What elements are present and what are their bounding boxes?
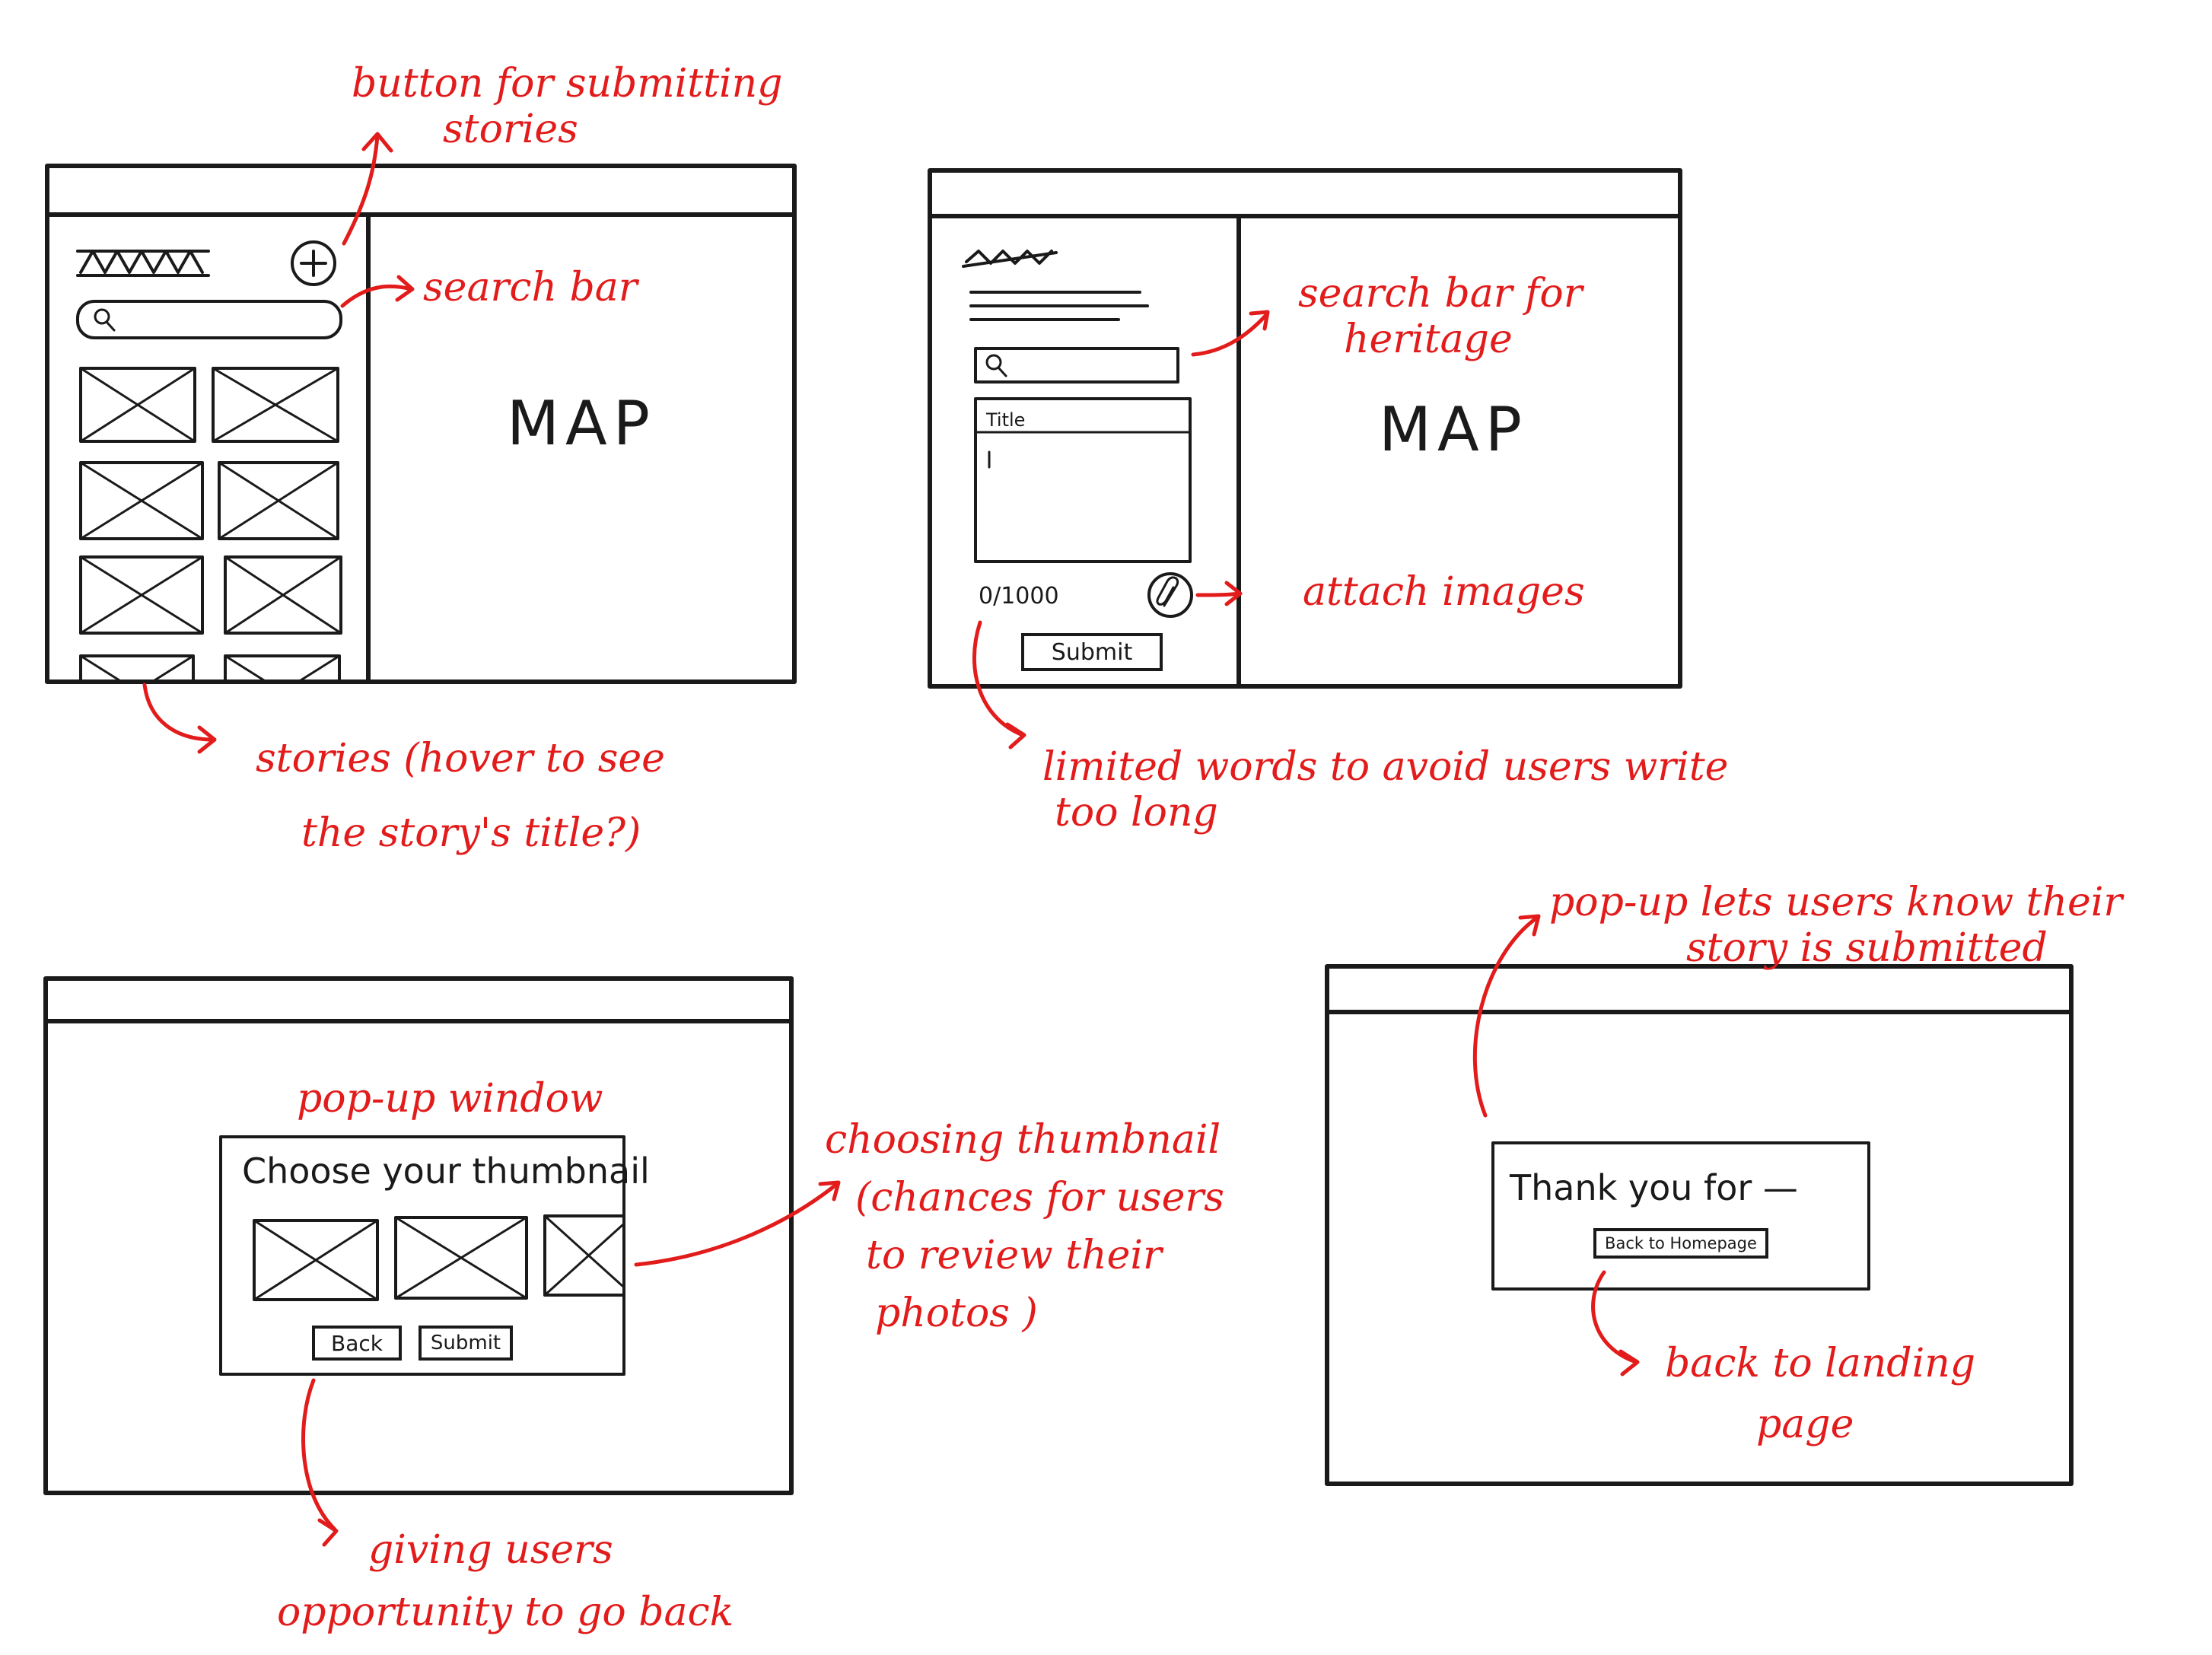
popup-title: Choose your thumbnail xyxy=(242,1151,650,1192)
note-line: opportunity to go back xyxy=(277,1590,734,1635)
sketch-1-map-label: MAP xyxy=(507,388,656,459)
note-line: story is submitted xyxy=(1686,925,2048,971)
word-counter: 0/1000 xyxy=(979,583,1059,609)
story-text-area[interactable] xyxy=(974,397,1192,563)
thank-you-message: Thank you for — xyxy=(1510,1167,1798,1208)
thumbnail-options[interactable] xyxy=(253,1214,624,1301)
thank-you-popup-window xyxy=(1491,1141,1870,1291)
note-line: button for submitting xyxy=(352,61,783,107)
sketch-1-search-bar[interactable] xyxy=(76,300,342,339)
note-line: choosing thumbnail xyxy=(825,1117,1221,1163)
note-line: photos ) xyxy=(875,1291,1038,1336)
sketch-2-description-lines xyxy=(969,291,1149,321)
note-submitted-popup: pop-up lets users know their story is su… xyxy=(1549,880,2122,971)
note-attach-images: attach images xyxy=(1303,569,1585,615)
note-line: page xyxy=(1756,1402,1854,1447)
note-choosing-thumbnail: choosing thumbnail (chances for users to… xyxy=(825,1111,1224,1342)
attach-images-button-icon[interactable] xyxy=(1147,572,1193,618)
note-popup-window: pop-up window xyxy=(297,1076,603,1122)
add-story-button-icon[interactable] xyxy=(291,240,336,286)
title-placeholder: Title xyxy=(986,409,1026,431)
note-go-back: giving users opportunity to go back xyxy=(277,1519,734,1644)
sketch-1-annotation-arrows xyxy=(142,132,415,754)
note-heritage-search: search bar for heritage xyxy=(1298,271,1583,362)
note-line: search bar for xyxy=(1298,271,1583,317)
note-landing-page: back to landing page xyxy=(1665,1333,1975,1455)
sketch-1-logo-scribble xyxy=(76,250,210,277)
note-line: stories xyxy=(443,107,578,152)
heritage-search-bar[interactable] xyxy=(974,347,1179,384)
note-line: back to landing xyxy=(1665,1341,1976,1386)
sketch-2-annotation-arrows xyxy=(972,310,1270,750)
sketch-4-frame xyxy=(1325,964,2074,1486)
submit-story-button[interactable]: Submit xyxy=(1021,633,1163,671)
note-line: heritage xyxy=(1344,317,1513,362)
note-line: too long xyxy=(1055,790,1218,835)
sketch-3-frame xyxy=(43,976,794,1495)
note-line: stories (hover to see xyxy=(256,736,665,781)
thumbnail-popup-window xyxy=(219,1135,625,1376)
sketch-3-annotation-arrows xyxy=(301,1180,841,1547)
story-thumbnail-grid[interactable] xyxy=(79,367,342,683)
note-line: pop-up lets users know their xyxy=(1549,880,2123,925)
note-search-bar: search bar xyxy=(423,265,638,310)
submit-thumbnail-button[interactable]: Submit xyxy=(419,1326,513,1361)
note-line: the story's title?) xyxy=(301,810,641,856)
note-line: limited words to avoid users write xyxy=(1042,744,1729,790)
sketch-2-frame xyxy=(928,168,1682,689)
note-stories: stories (hover to see the story's title?… xyxy=(256,721,665,870)
sketch-2-map-label: MAP xyxy=(1379,394,1528,465)
sketch-2-logo-scribble xyxy=(962,250,1058,268)
note-line: to review their xyxy=(866,1233,1162,1278)
note-line: giving users xyxy=(368,1527,613,1573)
note-submit-button: button for submitting stories xyxy=(352,61,782,152)
back-to-homepage-button[interactable]: Back to Homepage xyxy=(1593,1228,1768,1259)
sketch-4-annotation-arrows xyxy=(1472,914,1640,1377)
note-line: (chances for users xyxy=(855,1175,1224,1221)
back-button[interactable]: Back xyxy=(312,1326,402,1361)
sketch-1-frame xyxy=(45,164,797,684)
note-word-limit: limited words to avoid users write too l… xyxy=(1042,744,1728,835)
